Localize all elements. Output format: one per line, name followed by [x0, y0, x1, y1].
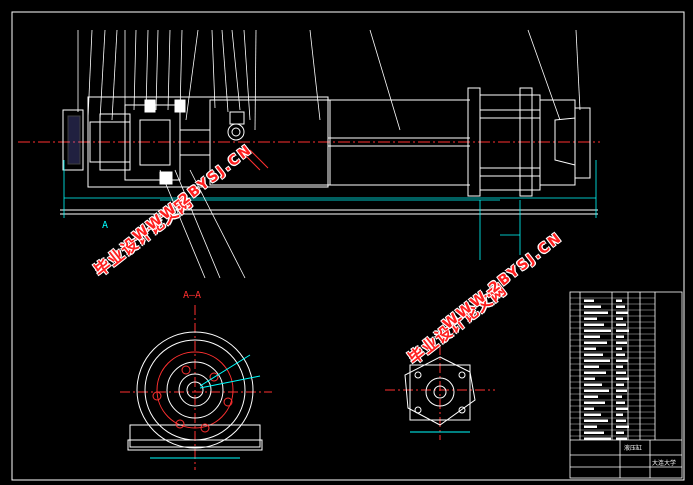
dimension-lines	[63, 160, 597, 260]
parts-list-cell-text	[616, 305, 625, 308]
parts-list-cell-text	[616, 329, 629, 332]
parts-list-cell-text	[584, 335, 600, 338]
parts-list-cell-text	[584, 371, 606, 374]
parts-list-cell-text	[616, 317, 623, 320]
parts-list-cell-text	[616, 341, 627, 344]
parts-list-cell-text	[616, 425, 629, 428]
parts-list-cell-text	[584, 395, 598, 398]
parts-list-cell-text	[584, 329, 611, 332]
parts-list-cell-text	[616, 377, 629, 380]
parts-list-cell-text	[584, 401, 605, 404]
parts-list-cell-text	[584, 377, 595, 380]
parts-list-cell-text	[616, 431, 624, 434]
parts-list-cell-text	[584, 353, 603, 356]
section-marker-a: A	[102, 220, 109, 231]
parts-list-cell-text	[616, 359, 628, 362]
parts-list-cell-text	[584, 311, 608, 314]
parts-list-cell-text	[584, 383, 602, 386]
parts-list-cell-text	[584, 419, 608, 422]
parts-list-cell-text	[616, 299, 622, 302]
parts-list-cell-text	[584, 413, 601, 416]
parts-list-table	[569, 291, 683, 479]
parts-list-cell-text	[616, 419, 626, 422]
parts-list-cell-text	[616, 335, 624, 338]
parts-list-rows	[570, 297, 655, 437]
title-block-company: 大连大学	[652, 460, 677, 467]
section-aa-view	[120, 305, 272, 470]
parts-list-cell-text	[616, 365, 623, 368]
parts-list-cell-text	[616, 323, 626, 326]
parts-list-cell-text	[584, 407, 594, 410]
parts-list-cell-text	[616, 401, 625, 404]
parts-list-cell-text	[616, 395, 622, 398]
parts-list-cell-text	[584, 347, 596, 350]
parts-list-cell-text	[616, 407, 628, 410]
parts-list-cell-text	[616, 437, 627, 440]
title-block-name: 液压缸	[624, 445, 643, 452]
section-b-view	[385, 345, 495, 440]
parts-list-cell-text	[584, 341, 607, 344]
parts-list-cell-text	[616, 383, 624, 386]
parts-list-cell-text	[616, 347, 622, 350]
parts-list-cell-text	[584, 425, 597, 428]
leader-lines	[77, 29, 581, 279]
parts-list-cell-text	[616, 353, 625, 356]
parts-list-cell-text	[584, 299, 594, 302]
parts-list-cell-text	[584, 437, 611, 440]
parts-list-cell-text	[584, 305, 601, 308]
drawing-frame	[11, 11, 685, 481]
parts-list-cell-text	[616, 311, 628, 314]
parts-list-cell-text	[616, 389, 627, 392]
parts-list-cell-text	[584, 359, 610, 362]
parts-list-cell-text	[584, 431, 604, 434]
parts-list-cell-text	[616, 413, 623, 416]
parts-list-cell-text	[584, 365, 599, 368]
parts-list-cell-text	[584, 389, 609, 392]
section-label-aa: A—A	[183, 290, 202, 301]
section-label-b: B	[452, 325, 459, 336]
parts-list-cell-text	[584, 323, 604, 326]
parts-list-cell-text	[616, 371, 626, 374]
main-section-view	[18, 87, 600, 215]
parts-list-fills	[584, 299, 629, 440]
parts-list-cell-text	[584, 317, 597, 320]
